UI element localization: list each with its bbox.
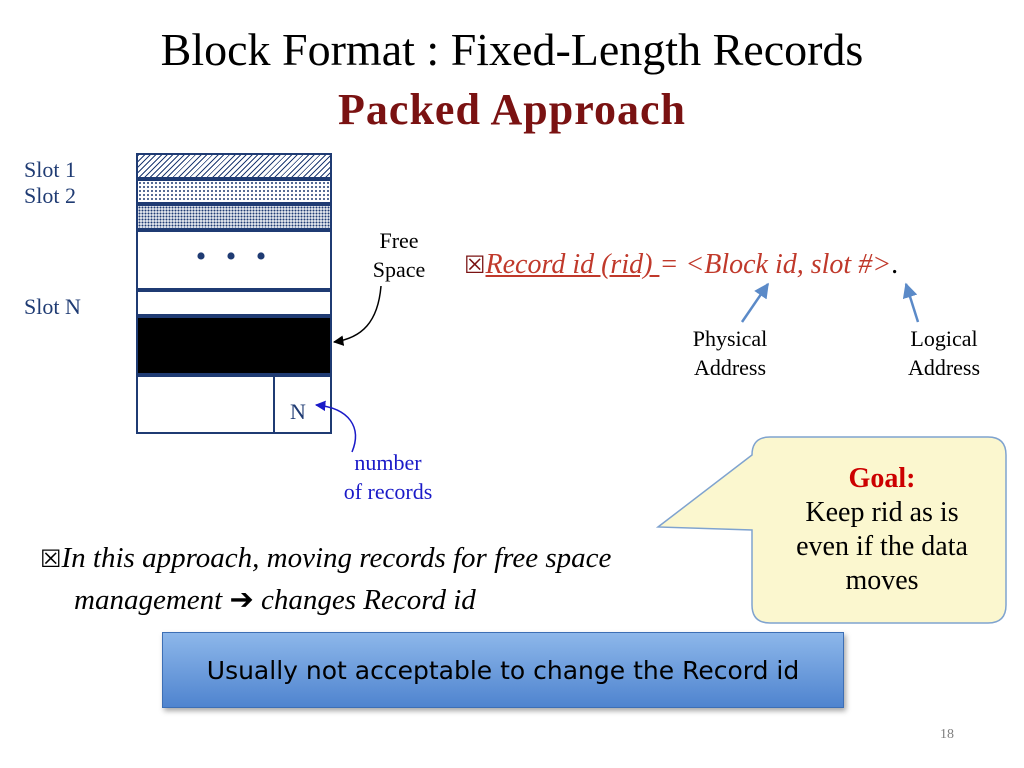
slide-title: Block Format : Fixed-Length Records <box>160 24 864 75</box>
bullet-line-1: In this approach, moving records for fre… <box>61 542 612 574</box>
header-divider <box>273 377 275 432</box>
slot-n-record <box>136 290 332 316</box>
slide-subtitle: Packed Approach <box>338 85 686 134</box>
physical-address-arrow <box>740 282 770 323</box>
rid-period: . <box>891 249 899 280</box>
logical-address-label: Logical Address <box>907 326 981 380</box>
free-space-region <box>136 316 332 375</box>
slot-1-label: Slot 1 <box>24 157 76 182</box>
number-of-records-label: number of records <box>343 450 433 504</box>
logical-address-arrow <box>902 282 920 323</box>
record-count-cell: N <box>290 399 306 424</box>
goal-callout: Goal: Keep rid as is even if the data mo… <box>772 462 992 598</box>
page-number: 18 <box>940 727 954 742</box>
physical-address-label: Physical Address <box>692 326 768 380</box>
bullet-line-2a: management <box>74 584 230 616</box>
ballot-x-icon: ☒ <box>464 253 486 279</box>
slot-n-label: Slot N <box>24 294 81 319</box>
rid-definition: ☒Record id (rid) = <Block id, slot #>. <box>464 248 898 283</box>
bullet-line-2b: changes Record id <box>253 584 476 616</box>
slot-2-record <box>136 179 332 204</box>
rid-def: Block id, slot # <box>704 249 873 280</box>
free-space-label: Free Space <box>372 228 426 282</box>
rid-equals: = < <box>659 249 705 280</box>
warning-banner: Usually not acceptable to change the Rec… <box>162 632 844 708</box>
middle-slots: • • • <box>136 230 332 290</box>
slot-3-record <box>136 204 332 230</box>
goal-heading: Goal: <box>848 463 916 494</box>
right-arrow-icon: ➔ <box>229 584 254 616</box>
rid-term: Record id (rid) <box>485 249 660 280</box>
goal-callout-shape <box>655 436 1007 624</box>
goal-line-2: even if the data <box>796 531 968 562</box>
slot-1-record <box>136 153 332 179</box>
slot-2-label: Slot 2 <box>24 183 76 208</box>
ellipsis: • • • <box>195 240 273 273</box>
header-region: N <box>136 375 332 434</box>
goal-line-3: moves <box>845 565 919 596</box>
record-count-arrow <box>314 400 357 453</box>
free-space-arrow <box>332 285 382 346</box>
approach-bullet: ☒In this approach, moving records for fr… <box>40 538 611 620</box>
ballot-x-icon: ☒ <box>40 547 62 573</box>
rid-close: > <box>872 249 892 280</box>
goal-line-1: Keep rid as is <box>805 497 959 528</box>
